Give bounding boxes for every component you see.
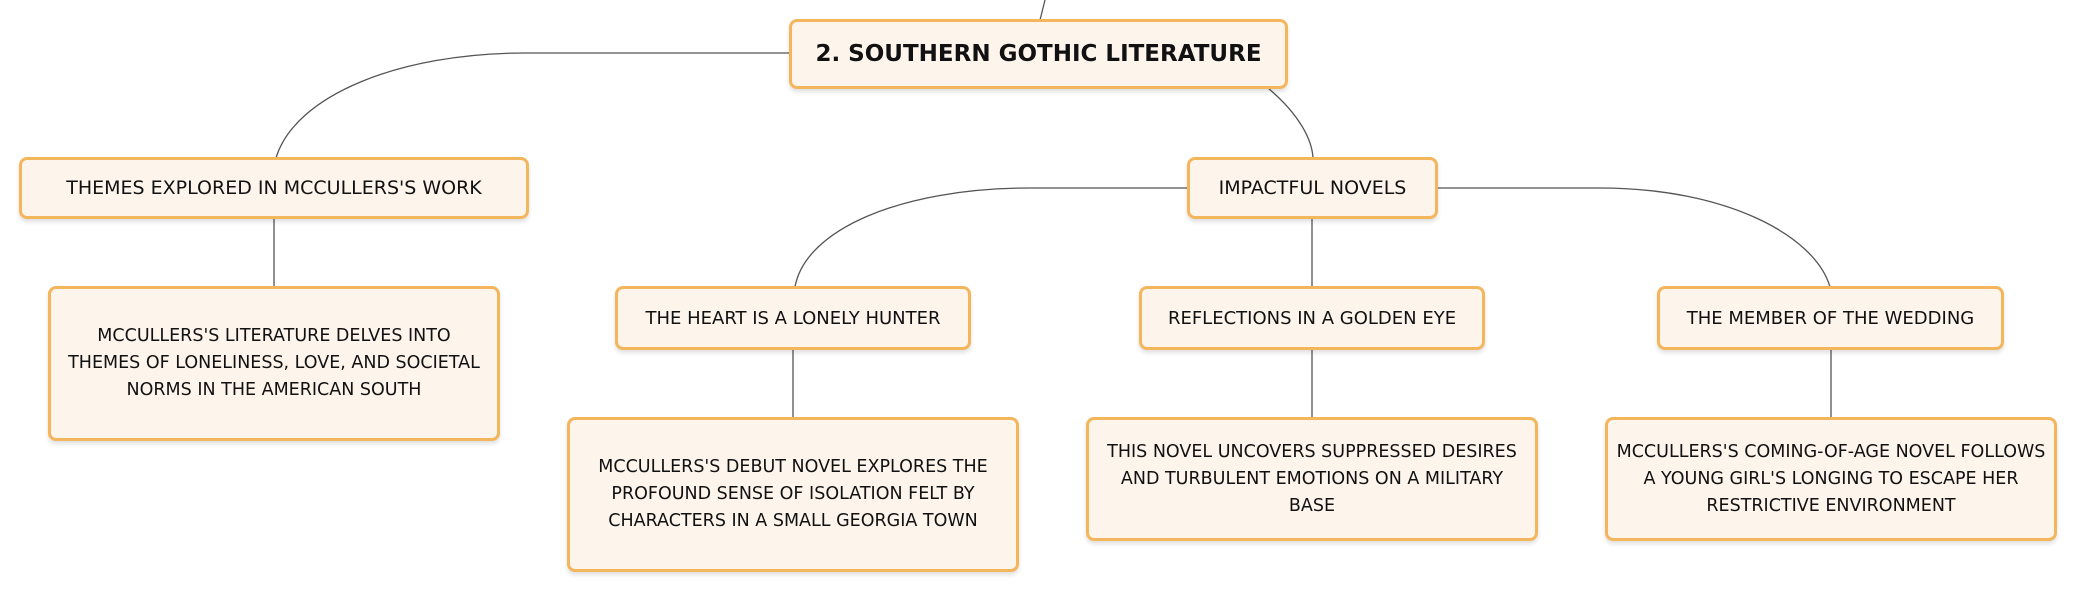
novel-title-reflections: REFLECTIONS IN A GOLDEN EYE: [1167, 307, 1457, 329]
root-node[interactable]: 2. SOUTHERN GOTHIC LITERATURE: [789, 19, 1288, 89]
themes-node[interactable]: THEMES EXPLORED IN MCCULLERS'S WORK: [19, 157, 529, 219]
novel-description-heart-text: MCCULLERS'S DEBUT NOVEL EXPLORES THE PRO…: [598, 457, 988, 531]
connector-root-to-novels: [1267, 87, 1314, 159]
novel-node-heart[interactable]: THE HEART IS A LONELY HUNTER: [615, 286, 971, 350]
themes-node-label: THEMES EXPLORED IN MCCULLERS'S WORK: [66, 177, 482, 199]
themes-description-text: MCCULLERS'S LITERATURE DELVES INTO THEME…: [68, 326, 480, 400]
novel-title-heart: THE HEART IS A LONELY HUNTER: [645, 307, 941, 329]
connector-novels-to-heart: [794, 187, 1188, 288]
novel-description-member-text: MCCULLERS'S COMING-OF-AGE NOVEL FOLLOWS …: [1616, 441, 2046, 516]
novels-node-label: IMPACTFUL NOVELS: [1218, 177, 1407, 199]
novel-description-heart[interactable]: MCCULLERS'S DEBUT NOVEL EXPLORES THE PRO…: [567, 417, 1019, 572]
novels-node[interactable]: IMPACTFUL NOVELS: [1187, 157, 1438, 219]
novel-description-reflections-text: THIS NOVEL UNCOVERS SUPPRESSED DESIRES A…: [1107, 441, 1517, 516]
connector-root-to-themes: [275, 52, 791, 159]
themes-description-node[interactable]: MCCULLERS'S LITERATURE DELVES INTO THEME…: [48, 286, 500, 441]
novel-node-reflections[interactable]: REFLECTIONS IN A GOLDEN EYE: [1139, 286, 1485, 350]
novel-description-member[interactable]: MCCULLERS'S COMING-OF-AGE NOVEL FOLLOWS …: [1605, 417, 2057, 541]
connector-novels-to-member: [1437, 187, 1831, 288]
novel-node-member[interactable]: THE MEMBER OF THE WEDDING: [1657, 286, 2004, 350]
root-node-label: 2. SOUTHERN GOTHIC LITERATURE: [815, 41, 1262, 67]
novel-description-reflections[interactable]: THIS NOVEL UNCOVERS SUPPRESSED DESIRES A…: [1086, 417, 1538, 541]
connector-parent-to-root: [1039, 0, 1046, 21]
novel-title-member: THE MEMBER OF THE WEDDING: [1686, 307, 1975, 329]
